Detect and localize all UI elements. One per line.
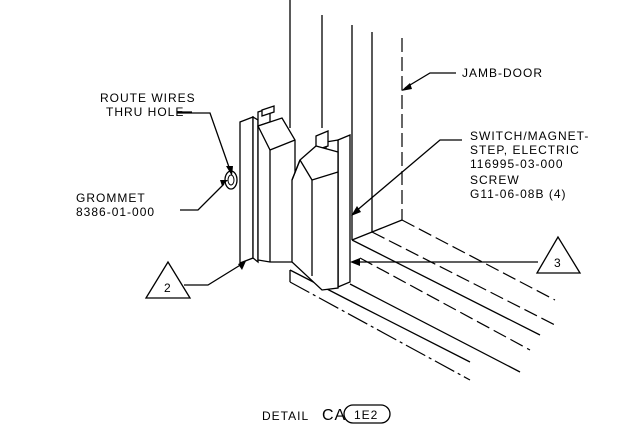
callout-3-text: 3 xyxy=(554,256,562,270)
route-wires-label-2: THRU HOLE xyxy=(106,105,184,119)
switch-label-1: SWITCH/MAGNET- xyxy=(470,129,589,143)
jamb-structure xyxy=(289,0,403,241)
switch-label-3: 116995-03-000 xyxy=(470,157,564,171)
detail-id: CA xyxy=(322,407,346,424)
sheet-ref-text: 1E2 xyxy=(354,408,378,422)
grommet-label-2: 8386-01-000 xyxy=(76,205,155,219)
screw-label-2: G11-06-08B (4) xyxy=(470,187,566,201)
callout-triangle-3: 3 xyxy=(535,235,582,274)
screw-label-1: SCREW xyxy=(470,173,520,187)
switch-left-bracket xyxy=(239,105,296,264)
callout-2-text: 2 xyxy=(164,281,172,295)
switch-label-2: STEP, ELECTRIC xyxy=(470,143,580,157)
jamb-door-label: JAMB-DOOR xyxy=(462,66,543,80)
magnet-right xyxy=(291,130,351,291)
detail-text: DETAIL xyxy=(262,409,309,423)
sheet-ref-box xyxy=(343,404,391,424)
leader-lines xyxy=(177,72,538,286)
route-wires-label-1: ROUTE WIRES xyxy=(100,91,196,105)
grommet-label-1: GROMMET xyxy=(76,191,146,205)
callout-triangle-2: 2 xyxy=(144,260,192,299)
detail-title: DETAIL CA 1E2 xyxy=(262,404,391,424)
